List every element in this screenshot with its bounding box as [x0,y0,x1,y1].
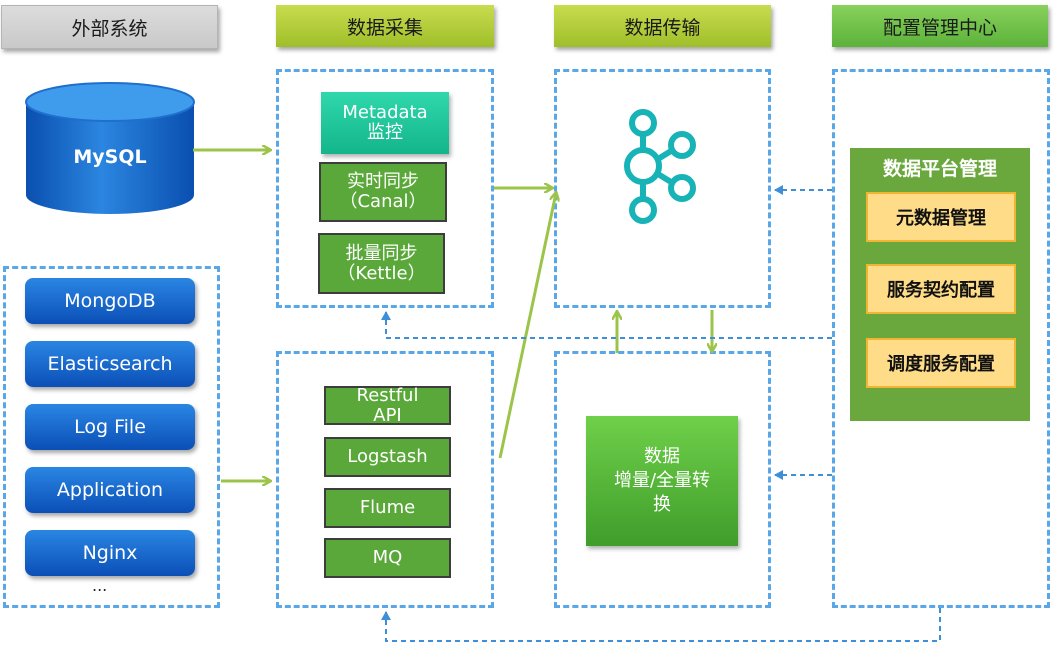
config-arrow-to-sync [381,311,832,339]
header-data-collection: 数据采集 [276,5,494,47]
config-center-group [832,69,1050,608]
sources-ellipsis: ... [92,576,108,595]
source-application: Application [25,467,195,513]
mq-box: MQ [324,538,451,578]
source-mongodb: MongoDB [25,278,195,324]
header-external-systems: 外部系统 [1,5,218,49]
collect-log-group [276,351,494,608]
source-nginx: Nginx [25,530,195,576]
transfer-kafka-group [554,69,771,308]
realtime-sync-box: 实时同步 （Canal） [319,162,447,222]
metadata-monitor-box: Metadata 监控 [321,92,449,154]
collect-sync-group [276,69,494,308]
header-data-transfer: 数据传输 [554,5,771,47]
flume-box: Flume [324,488,451,528]
mysql-label: MySQL [73,146,147,168]
scheduling-service-config-item: 调度服务配置 [866,338,1016,388]
kafka-icon [624,109,696,224]
transfer-convert-group [554,351,771,608]
incremental-full-transform-box: 数据 增量/全量转 换 [586,416,738,546]
service-contract-config-item: 服务契约配置 [866,264,1016,314]
batch-sync-box: 批量同步 （Kettle） [318,233,445,294]
metadata-management-item: 元数据管理 [866,192,1016,242]
mysql-database-icon [25,82,195,214]
config-arrow-to-logs [381,608,941,642]
source-log-file: Log File [25,404,195,450]
arrow-logs-to-kafka [498,193,556,459]
source-elasticsearch: Elasticsearch [25,341,195,387]
external-sources-group [3,266,220,608]
header-config-center: 配置管理中心 [832,5,1048,47]
data-platform-title: 数据平台管理 [882,158,997,180]
restful-api-box: Restful API [324,385,451,425]
logstash-box: Logstash [324,437,451,477]
